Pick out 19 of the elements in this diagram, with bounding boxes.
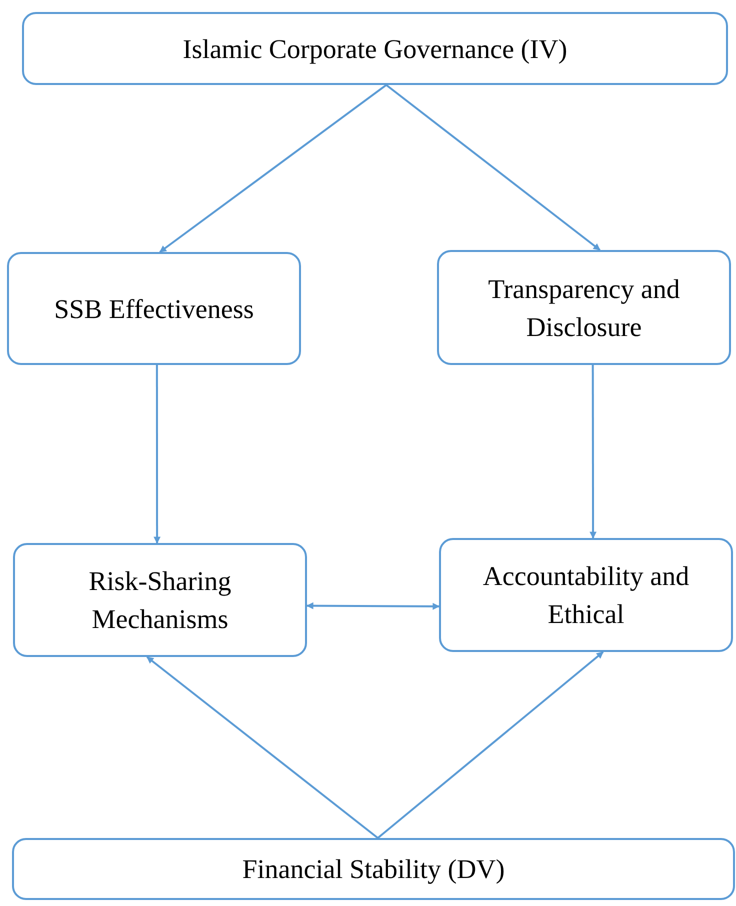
node-label: Islamic Corporate Governance (IV) xyxy=(182,32,568,66)
arrow xyxy=(159,84,387,253)
rounded-box xyxy=(12,838,735,900)
rounded-box xyxy=(437,250,731,365)
arrow xyxy=(146,656,378,839)
arrow xyxy=(590,365,597,539)
arrow xyxy=(377,651,604,839)
node-label: Accountability and Ethical xyxy=(482,560,690,631)
node-label: SSB Effectiveness xyxy=(54,292,254,326)
node-label: Risk-Sharing Mechanisms xyxy=(88,565,232,636)
node-label: Financial Stability (DV) xyxy=(242,853,505,886)
rounded-box xyxy=(13,543,307,657)
rounded-box xyxy=(7,252,301,365)
node-label: Transparency and Disclosure xyxy=(487,272,681,344)
arrow xyxy=(386,84,600,251)
arrow xyxy=(306,602,440,610)
rounded-box xyxy=(22,12,728,85)
rounded-box xyxy=(439,538,733,652)
arrow xyxy=(154,365,161,544)
